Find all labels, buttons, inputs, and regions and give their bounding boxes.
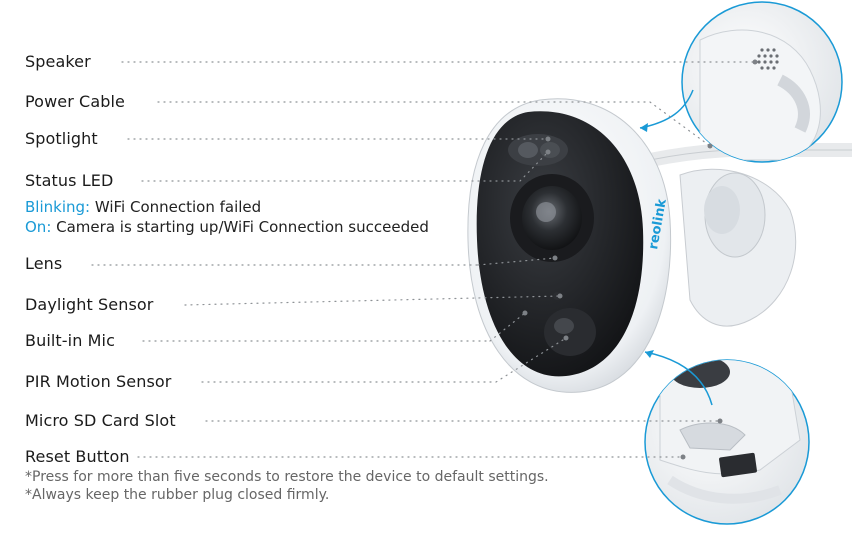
reset-note-1: *Press for more than five seconds to res… (25, 469, 549, 485)
spotlight-label: Spotlight (25, 129, 98, 148)
sd-slot-label: Micro SD Card Slot (25, 411, 176, 430)
on-key: On: (25, 218, 52, 236)
speaker-label: Speaker (25, 52, 91, 71)
builtin-mic-label: Built-in Mic (25, 331, 115, 350)
lens-label: Lens (25, 254, 63, 273)
reset-note-2: *Always keep the rubber plug closed firm… (25, 487, 330, 503)
blinking-text: WiFi Connection failed (90, 198, 262, 216)
reset-button-label: Reset Button (25, 447, 130, 466)
status-led-label: Status LED (25, 171, 114, 190)
status-led-blinking: Blinking: WiFi Connection failed (25, 198, 261, 216)
pir-sensor-label: PIR Motion Sensor (25, 372, 172, 391)
status-led-on: On: Camera is starting up/WiFi Connectio… (25, 218, 429, 236)
on-text: Camera is starting up/WiFi Connection su… (51, 218, 429, 236)
daylight-sensor-label: Daylight Sensor (25, 295, 154, 314)
power-cable-label: Power Cable (25, 92, 125, 111)
blinking-key: Blinking: (25, 198, 91, 216)
